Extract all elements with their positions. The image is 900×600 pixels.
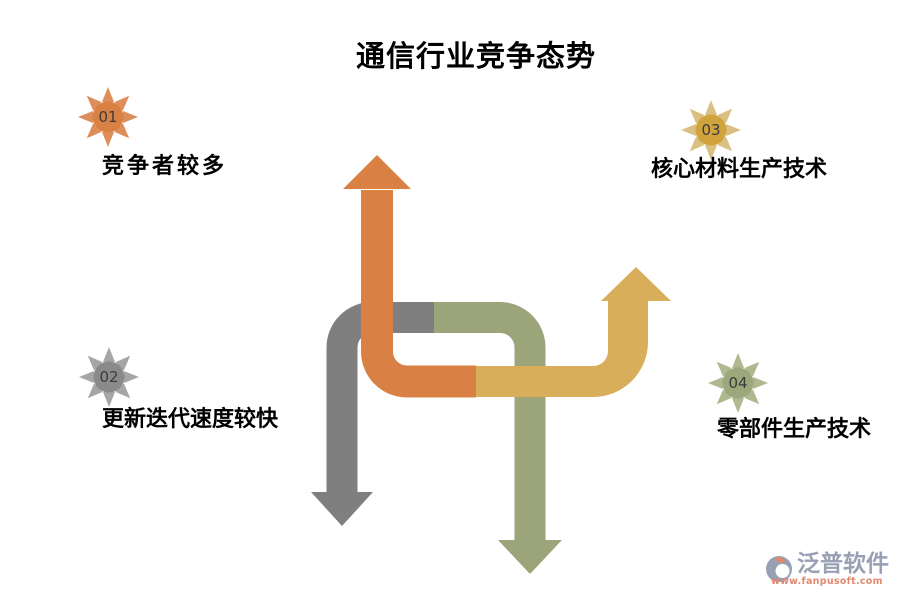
item-number: 03 (701, 121, 720, 139)
item-label-02: 更新迭代速度较快 (102, 407, 279, 432)
watermark-url: www.fanpusoft.com (771, 576, 883, 587)
sun-rays (681, 100, 741, 160)
sun-icon-02: 02 (79, 347, 139, 407)
fanpu-logo-icon (766, 556, 792, 582)
sun-core (92, 101, 124, 133)
arrow-down-olive (434, 302, 562, 574)
arrow-up-orange (343, 155, 476, 398)
sun-rays (708, 353, 768, 413)
arrow-up-gold (475, 267, 671, 397)
item-number: 04 (728, 374, 747, 392)
sun-icon-01: 01 (78, 87, 138, 147)
item-number: 01 (98, 108, 117, 126)
item-label-01: 竞争者较多 (102, 154, 228, 179)
item-label-03: 核心材料生产技术 (651, 157, 828, 182)
sun-rays (78, 87, 138, 147)
sun-core (722, 367, 754, 399)
sun-core (695, 114, 727, 146)
watermark-brand: 泛普软件 (797, 551, 889, 577)
sun-rays (79, 347, 139, 407)
sun-icon-04: 04 (708, 353, 768, 413)
item-number: 02 (99, 368, 118, 386)
sun-core (93, 361, 125, 393)
item-label-04: 零部件生产技术 (717, 417, 872, 442)
page-title: 通信行业竞争态势 (356, 39, 597, 73)
sun-icon-03: 03 (681, 100, 741, 160)
